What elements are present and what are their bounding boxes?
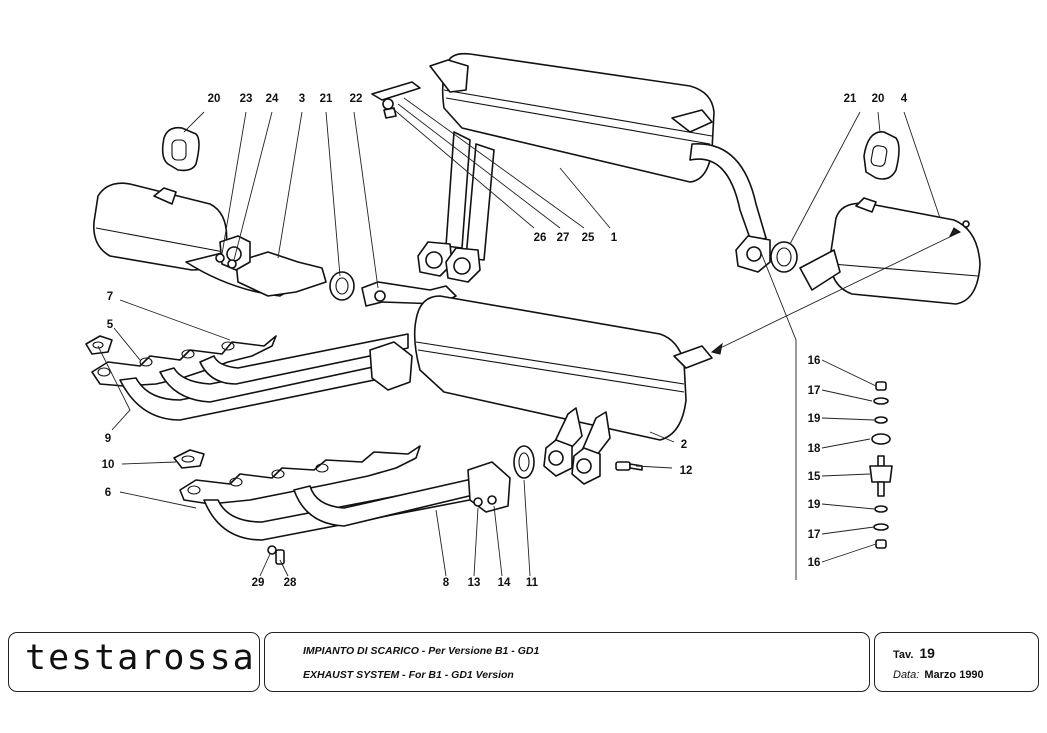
callout-28: 28 bbox=[284, 577, 297, 589]
callout-4: 4 bbox=[901, 93, 908, 105]
callout-15: 15 bbox=[808, 471, 821, 483]
callout-22: 22 bbox=[350, 93, 363, 105]
callout-20-right: 20 bbox=[872, 93, 885, 105]
callout-5: 5 bbox=[107, 319, 114, 331]
callout-1: 1 bbox=[611, 232, 618, 244]
callout-21-left: 21 bbox=[320, 93, 333, 105]
callout-26: 26 bbox=[534, 232, 547, 244]
exhaust-diagram: 20 23 24 3 21 22 21 20 4 26 27 25 1 7 5 … bbox=[85, 52, 981, 589]
part-7-upper-manifold bbox=[91, 333, 413, 421]
callout-numbers: 20 23 24 3 21 22 21 20 4 26 27 25 1 7 5 … bbox=[102, 93, 908, 589]
part-6-lower-manifold bbox=[179, 445, 511, 541]
part-20-left-mount bbox=[161, 126, 200, 172]
callout-17-top: 17 bbox=[808, 385, 821, 397]
plate-number: 19 bbox=[919, 645, 935, 661]
callout-20-left: 20 bbox=[208, 93, 221, 105]
callout-23: 23 bbox=[240, 93, 253, 105]
callout-16-top: 16 bbox=[808, 355, 821, 367]
callout-27: 27 bbox=[557, 232, 570, 244]
callout-2: 2 bbox=[681, 439, 687, 451]
part-4-right-silencer bbox=[799, 197, 981, 305]
callout-18: 18 bbox=[808, 443, 821, 455]
callout-3: 3 bbox=[299, 93, 305, 105]
callout-17-bottom: 17 bbox=[808, 529, 821, 541]
part-21-right-gasket bbox=[770, 241, 798, 273]
plate-label: Tav. bbox=[893, 649, 914, 661]
callout-11: 11 bbox=[526, 577, 539, 589]
date-label: Data: bbox=[893, 669, 920, 681]
callout-13: 13 bbox=[468, 577, 481, 589]
logo-box: testarossa bbox=[8, 632, 260, 692]
callout-10: 10 bbox=[102, 459, 115, 471]
plate-line: Tav. 19 bbox=[893, 645, 935, 661]
callout-29: 29 bbox=[252, 577, 265, 589]
callout-12: 12 bbox=[680, 465, 693, 477]
date-value: Marzo 1990 bbox=[924, 669, 984, 681]
callout-9: 9 bbox=[105, 433, 111, 445]
part-13-14-nuts bbox=[473, 495, 497, 507]
callout-14: 14 bbox=[498, 577, 511, 589]
part-10-gasket bbox=[173, 449, 205, 469]
brand-logo: testarossa bbox=[25, 638, 256, 678]
callout-19-bottom: 19 bbox=[808, 499, 821, 511]
date-line: Data: Marzo 1990 bbox=[893, 669, 984, 681]
callout-7: 7 bbox=[107, 291, 113, 303]
part-21-left-gasket bbox=[329, 271, 355, 301]
part-3-left-silencer bbox=[93, 182, 327, 297]
callout-24: 24 bbox=[266, 93, 279, 105]
part-28-29-bolt bbox=[267, 545, 285, 565]
mount-stack bbox=[869, 381, 893, 549]
callout-21-right: 21 bbox=[844, 93, 857, 105]
callout-19-top: 19 bbox=[808, 413, 821, 425]
callout-16-bottom: 16 bbox=[808, 557, 821, 569]
part-23-24-nuts bbox=[215, 253, 237, 269]
part-11-gasket bbox=[513, 445, 535, 479]
callout-25: 25 bbox=[582, 232, 595, 244]
callout-8: 8 bbox=[443, 577, 450, 589]
part-12-bolt bbox=[615, 461, 643, 471]
part-1-flanges bbox=[417, 235, 771, 283]
callout-6: 6 bbox=[105, 487, 111, 499]
description-italian: IMPIANTO DI SCARICO - Per Versione B1 - … bbox=[303, 645, 540, 657]
leader-lines bbox=[97, 97, 962, 580]
plate-box: Tav. 19 Data: Marzo 1990 bbox=[874, 632, 1039, 692]
part-5-gasket bbox=[85, 335, 113, 355]
part-25-26-27-hardware bbox=[371, 81, 421, 119]
part-2-center-silencer bbox=[413, 295, 713, 485]
description-english: EXHAUST SYSTEM - For B1 - GD1 Version bbox=[303, 669, 514, 681]
part-1-rear-silencer bbox=[429, 52, 767, 261]
part-20-right-mount bbox=[863, 131, 900, 180]
description-box: IMPIANTO DI SCARICO - Per Versione B1 - … bbox=[264, 632, 870, 692]
